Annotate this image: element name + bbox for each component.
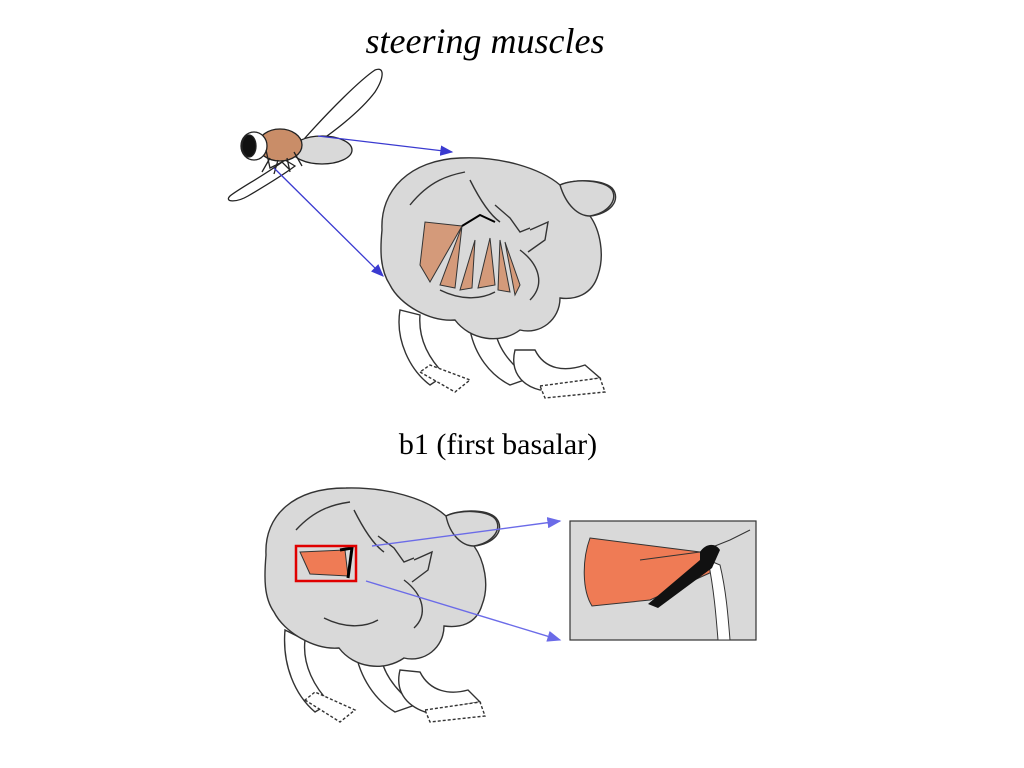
arrow-to-closeup-bottom [365,580,562,642]
arrow-to-closeup-top [371,517,562,547]
fly-icon [227,68,383,202]
muscle-closeup [569,520,757,641]
slide-title: steering muscles [365,21,605,61]
thorax-illustration-upper [380,157,617,399]
thorax-illustration-lower [264,487,501,723]
arrow-to-thorax-side [273,167,384,277]
arrow-to-thorax-top [317,135,454,156]
b1-highlight-box [294,544,358,583]
steering-muscles [419,221,521,297]
slide-subtitle: b1 (first basalar) [398,428,598,461]
